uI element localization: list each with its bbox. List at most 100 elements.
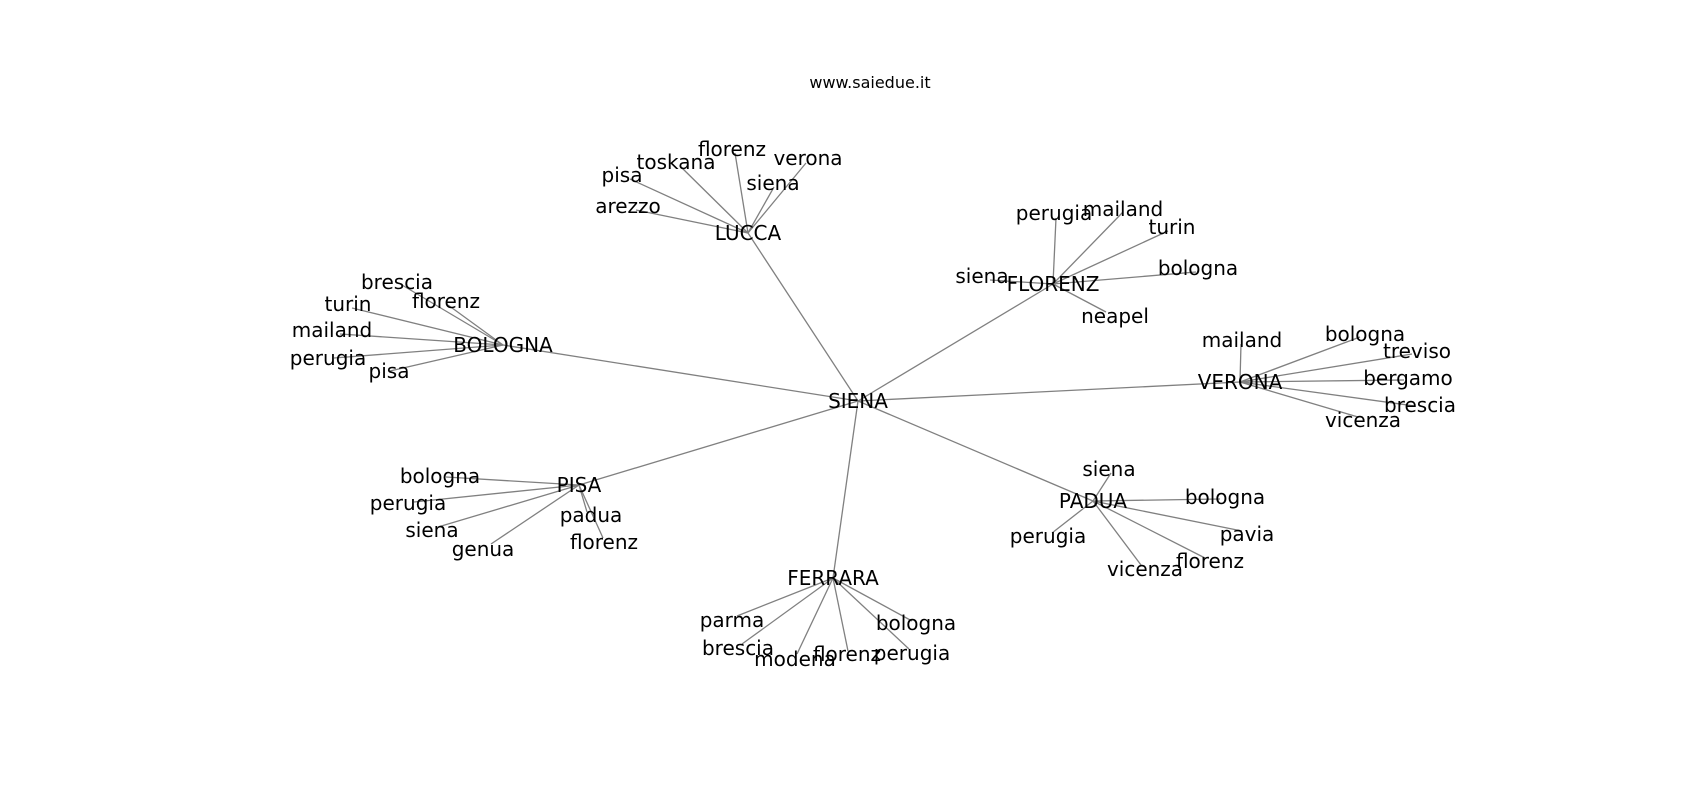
edge-center-verona — [857, 381, 1241, 402]
leaf-label-lucca-siena: siena — [746, 171, 799, 195]
edge-padua-perugia — [1051, 500, 1094, 534]
edge-pisa-perugia — [413, 484, 580, 503]
edge-center-ferrara — [832, 400, 859, 579]
hub-label-ferrara: FERRARA — [787, 566, 879, 590]
edge-florenz-bologna — [1052, 271, 1197, 285]
edge-lucca-pisa — [629, 178, 749, 234]
hub-label-florenz: FLORENZ — [1007, 272, 1100, 296]
edge-bologna-mailand — [339, 333, 504, 346]
edge-center-padua — [857, 400, 1094, 502]
chart-title: www.saiedue.it — [809, 73, 930, 92]
leaf-label-padua-florenz: florenz — [1176, 549, 1244, 573]
leaf-label-bologna-turin: turin — [325, 292, 372, 316]
edge-padua-pavia — [1092, 500, 1243, 532]
leaf-label-bologna-florenz: florenz — [412, 289, 480, 313]
leaf-label-florenz-perugia: perugia — [1016, 201, 1092, 225]
leaf-label-padua-bologna: bologna — [1185, 485, 1265, 509]
leaf-label-lucca-pisa: pisa — [602, 163, 643, 187]
leaf-label-pisa-padua: padua — [560, 503, 623, 527]
leaf-label-bologna-brescia: brescia — [361, 270, 433, 294]
edge-florenz-turin — [1052, 230, 1169, 285]
edge-lucca-toskana — [679, 165, 749, 234]
edge-florenz-siena — [989, 279, 1054, 285]
hub-label-lucca: LUCCA — [715, 221, 782, 245]
edge-florenz-perugia — [1052, 217, 1057, 285]
leaf-label-lucca-toskana: toskana — [637, 150, 716, 174]
leaf-label-pisa-florenz: florenz — [570, 530, 638, 554]
leaf-label-lucca-florenz: florenz — [698, 137, 766, 161]
edge-ferrara-parma — [736, 577, 834, 617]
edge-bologna-florenz — [447, 304, 504, 346]
edge-lucca-verona — [747, 162, 807, 234]
leaf-label-pisa-perugia: perugia — [370, 491, 446, 515]
leaf-label-padua-siena: siena — [1082, 457, 1135, 481]
leaf-label-bologna-mailand: mailand — [292, 318, 372, 342]
leaf-label-florenz-mailand: mailand — [1083, 197, 1163, 221]
edge-verona-mailand — [1239, 343, 1242, 383]
edge-verona-vicenza — [1239, 381, 1359, 418]
edge-padua-florenz — [1092, 500, 1206, 559]
edge-bologna-perugia — [333, 344, 504, 359]
leaf-label-bologna-pisa: pisa — [369, 359, 410, 383]
leaf-label-pisa-bologna: bologna — [400, 464, 480, 488]
edge-center-lucca — [747, 232, 859, 402]
leaf-label-ferrara-parma: parma — [700, 608, 765, 632]
edge-center-florenz — [857, 283, 1054, 402]
edge-bologna-brescia — [401, 284, 504, 346]
leaf-label-verona-treviso: treviso — [1383, 339, 1451, 363]
leaf-label-florenz-siena: siena — [955, 264, 1008, 288]
edge-pisa-genua — [490, 484, 580, 545]
hub-label-verona: VERONA — [1198, 370, 1283, 394]
edge-bologna-turin — [351, 307, 504, 346]
edge-verona-bologna — [1239, 336, 1361, 383]
edge-padua-siena — [1092, 472, 1112, 502]
edges — [333, 152, 1416, 655]
edge-ferrara-modena — [796, 577, 834, 655]
leaf-label-ferrara-bologna: bologna — [876, 611, 956, 635]
node-labels: SIENALUCCAarezzopisatoskanaflorenzsienav… — [290, 137, 1456, 671]
leaf-label-ferrara-brescia: brescia — [702, 636, 774, 660]
edge-lucca-florenz — [734, 152, 749, 234]
edge-ferrara-florenz — [832, 577, 849, 652]
edge-ferrara-brescia — [741, 577, 834, 645]
leaf-label-padua-pavia: pavia — [1220, 522, 1275, 546]
edge-center-pisa — [578, 400, 859, 486]
edge-ferrara-perugia — [832, 577, 910, 650]
leaf-label-ferrara-florenz: florenz — [813, 642, 881, 666]
leaf-label-florenz-bologna: bologna — [1158, 256, 1238, 280]
edge-bologna-pisa — [389, 344, 504, 372]
leaf-label-lucca-arezzo: arezzo — [595, 194, 661, 218]
edge-florenz-mailand — [1052, 211, 1124, 285]
leaf-label-padua-perugia: perugia — [1010, 524, 1086, 548]
node-label-center: SIENA — [828, 389, 888, 413]
hub-label-pisa: PISA — [557, 473, 602, 497]
leaf-label-verona-vicenza: vicenza — [1325, 408, 1401, 432]
edge-verona-brescia — [1239, 381, 1416, 407]
leaf-label-ferrara-perugia: perugia — [874, 641, 950, 665]
hub-label-bologna: BOLOGNA — [453, 333, 553, 357]
edge-padua-vicenza — [1092, 500, 1142, 566]
leaf-label-florenz-neapel: neapel — [1081, 304, 1149, 328]
leaf-label-verona-mailand: mailand — [1202, 328, 1282, 352]
leaf-label-bologna-perugia: perugia — [290, 346, 366, 370]
edge-verona-bergamo — [1239, 379, 1405, 383]
leaf-label-pisa-genua: genua — [452, 537, 515, 561]
leaf-label-pisa-siena: siena — [405, 518, 458, 542]
edge-padua-bologna — [1092, 498, 1221, 502]
hub-label-padua: PADUA — [1059, 489, 1128, 513]
leaf-label-florenz-turin: turin — [1149, 215, 1196, 239]
edge-pisa-bologna — [445, 476, 580, 486]
leaf-label-verona-bologna: bologna — [1325, 322, 1405, 346]
leaf-label-verona-brescia: brescia — [1384, 393, 1456, 417]
edge-verona-treviso — [1239, 353, 1413, 383]
edge-center-bologna — [502, 344, 859, 402]
edge-lucca-siena — [747, 186, 775, 234]
edge-lucca-arezzo — [635, 209, 749, 234]
edge-florenz-neapel — [1052, 283, 1107, 313]
leaf-label-padua-vicenza: vicenza — [1107, 557, 1183, 581]
leaf-label-ferrara-modena: modena — [754, 647, 836, 671]
edge-pisa-siena — [437, 484, 580, 528]
edge-pisa-florenz — [578, 484, 604, 539]
leaf-label-lucca-verona: verona — [773, 146, 842, 170]
